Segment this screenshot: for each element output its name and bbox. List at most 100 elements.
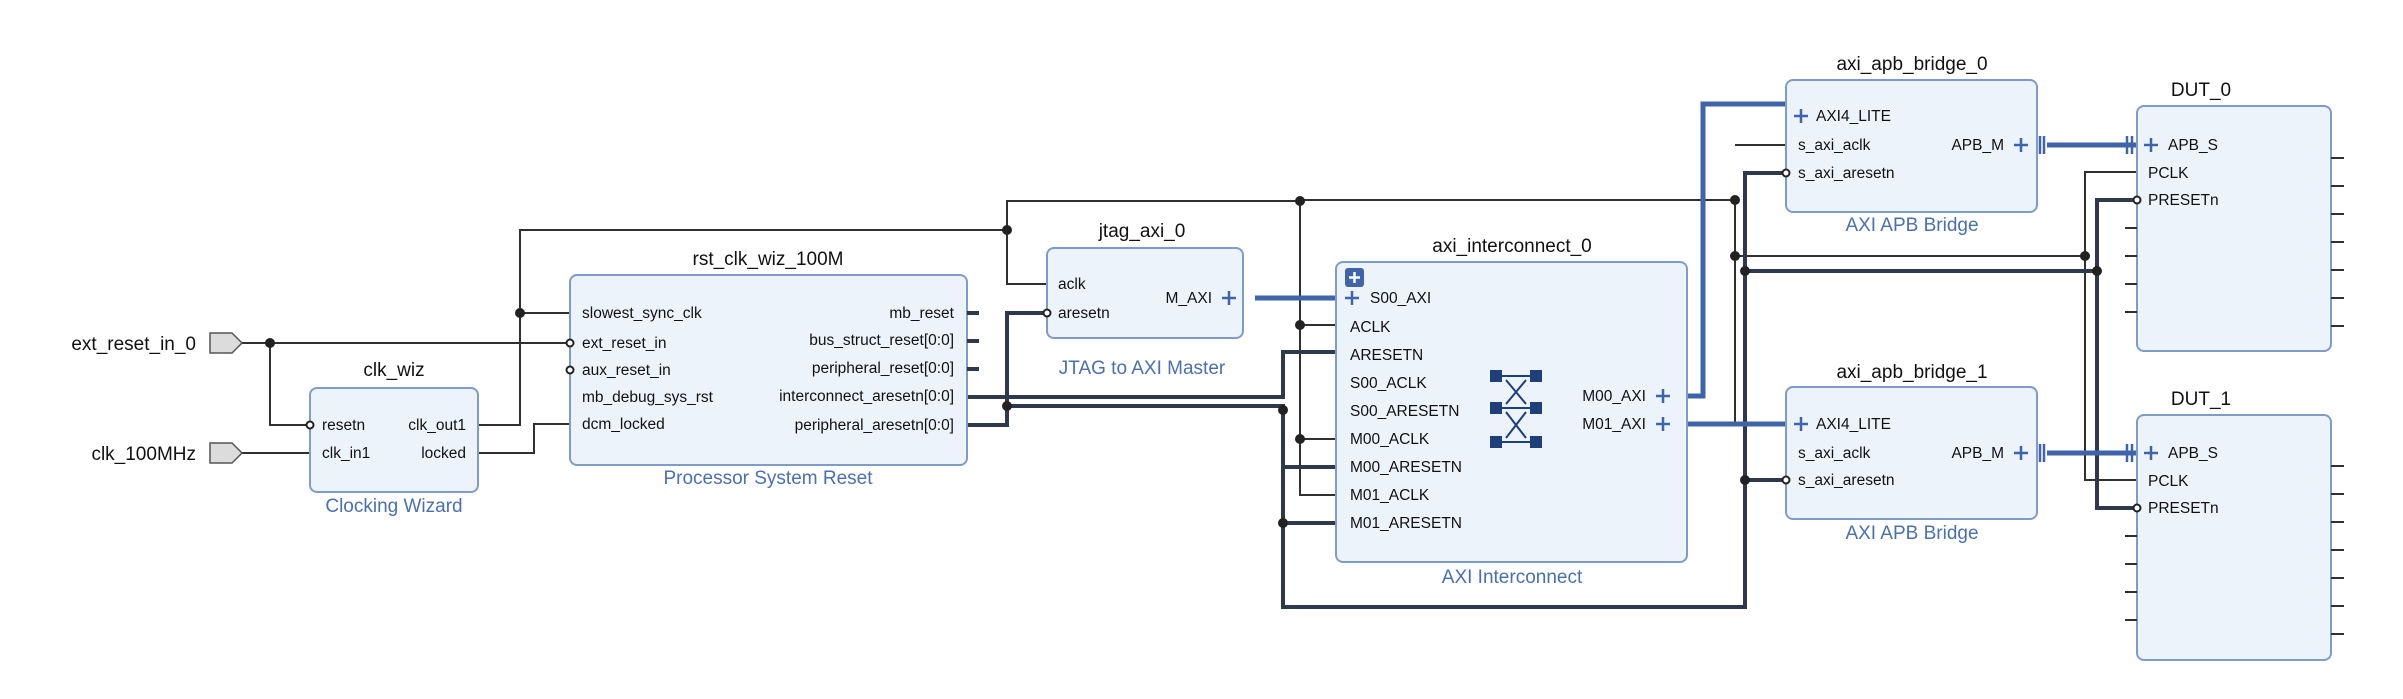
- pin-label: M01_AXI: [1582, 416, 1646, 433]
- block-axi-apb-bridge-0[interactable]: axi_apb_bridge_0 AXI4_LITE s_axi_aclk s_…: [1781, 54, 2038, 236]
- block-body: [2136, 105, 2332, 352]
- pin-label: PCLK: [2148, 165, 2189, 182]
- expand-plus-icon[interactable]: [2144, 138, 2158, 152]
- ext-reset-label: ext_reset_in_0: [71, 334, 196, 355]
- pin-label: slowest_sync_clk: [582, 305, 702, 322]
- expand-plus-icon[interactable]: [1794, 109, 1808, 123]
- pin-label: S00_ACLK: [1350, 375, 1427, 392]
- block-title: DUT_0: [2171, 80, 2231, 101]
- pin-label: PRESETn: [2148, 500, 2219, 517]
- block-subtitle: Clocking Wizard: [325, 496, 462, 517]
- invert-bubble-icon: [1781, 475, 1791, 485]
- block-title: clk_wiz: [363, 360, 424, 381]
- block-body: [1046, 247, 1244, 339]
- block-title: axi_apb_bridge_0: [1836, 54, 1987, 75]
- block-axi-interconnect-0[interactable]: axi_interconnect_0 S00_AXI ACLK ARESETN …: [1335, 236, 1688, 588]
- pin-label: S00_ARESETN: [1350, 403, 1459, 420]
- block-jtag-axi-0[interactable]: jtag_axi_0 aclk aresetn M_AXI JTAG to AX…: [1042, 221, 1244, 379]
- pin-label: bus_struct_reset[0:0]: [809, 332, 954, 349]
- unconnected-pins: [2125, 157, 2344, 327]
- block-body: [1785, 386, 2038, 520]
- invert-bubble-icon: [305, 420, 315, 430]
- block-dut-1[interactable]: DUT_1 APB_S PCLK PRESETn: [2125, 389, 2344, 661]
- pin-label: PCLK: [2148, 473, 2189, 490]
- expand-plus-icon[interactable]: [1345, 291, 1359, 305]
- pin-label: ARESETN: [1350, 347, 1423, 364]
- expand-plus-icon[interactable]: [2014, 446, 2028, 460]
- block-clk-wiz[interactable]: clk_wiz resetn clk_in1 clk_out1 locked C…: [305, 360, 479, 517]
- expand-plus-icon[interactable]: [2014, 138, 2028, 152]
- pin-label: aux_reset_in: [582, 362, 671, 379]
- hierarchy-expand-plus: [1349, 272, 1360, 283]
- block-subtitle: AXI APB Bridge: [1845, 523, 1978, 544]
- pin-label: peripheral_aresetn[0:0]: [795, 417, 954, 434]
- pin-label: aresetn: [1058, 305, 1110, 322]
- pin-label: s_axi_aclk: [1798, 445, 1871, 462]
- block-dut-0[interactable]: DUT_0 APB_S PCLK PRESETn: [2125, 80, 2344, 352]
- pin-label: resetn: [322, 417, 365, 434]
- net-ext-reset[interactable]: [242, 342, 570, 426]
- pin-label: M00_AXI: [1582, 388, 1646, 405]
- block-body: [2136, 414, 2332, 661]
- block-title: DUT_1: [2171, 389, 2231, 410]
- input-port-icon: [209, 332, 244, 354]
- expand-plus-icon[interactable]: [1656, 389, 1670, 431]
- pin-label: locked: [421, 445, 466, 462]
- net-interconnect-aresetn[interactable]: [967, 350, 1336, 399]
- block-subtitle: JTAG to AXI Master: [1059, 358, 1226, 379]
- bus-interface-marker: [2125, 136, 2134, 462]
- external-port-ext-reset[interactable]: ext_reset_in_0: [71, 332, 244, 355]
- invert-bubble-icon: [565, 338, 575, 348]
- pin-label: AXI4_LITE: [1816, 416, 1891, 433]
- bus-interface-marker: [2038, 136, 2046, 462]
- unconnected-pins: [2125, 465, 2344, 635]
- pin-label: aclk: [1058, 276, 1086, 293]
- block-title: rst_clk_wiz_100M: [693, 249, 844, 270]
- block-subtitle: AXI Interconnect: [1442, 567, 1583, 588]
- invert-bubble-icon: [1042, 308, 1052, 318]
- pin-label: PRESETn: [2148, 192, 2219, 209]
- junctions: [265, 195, 2102, 528]
- pin-label: M00_ACLK: [1350, 431, 1430, 448]
- pin-label: AXI4_LITE: [1816, 108, 1891, 125]
- block-axi-apb-bridge-1[interactable]: axi_apb_bridge_1 AXI4_LITE s_axi_aclk s_…: [1781, 362, 2038, 544]
- pin-label: S00_AXI: [1370, 290, 1431, 307]
- pin-label: s_axi_aresetn: [1798, 472, 1895, 489]
- pin-label: mb_reset: [889, 305, 954, 322]
- pin-label: APB_M: [1951, 445, 2004, 462]
- invert-bubble-icon: [2132, 503, 2142, 513]
- pin-label: mb_debug_sys_rst: [582, 389, 714, 406]
- pin-label: M01_ARESETN: [1350, 515, 1462, 532]
- pin-label: interconnect_aresetn[0:0]: [779, 388, 954, 405]
- input-port-icon: [209, 442, 244, 464]
- pin-label: s_axi_aresetn: [1798, 165, 1895, 182]
- pin-label: M00_ARESETN: [1350, 459, 1462, 476]
- block-title: axi_interconnect_0: [1432, 236, 1592, 257]
- pin-label: s_axi_aclk: [1798, 137, 1871, 154]
- pin-label: APB_S: [2168, 137, 2218, 154]
- pin-label: clk_in1: [322, 445, 370, 462]
- net-locked[interactable]: [478, 423, 570, 454]
- expand-plus-icon[interactable]: [1222, 291, 1236, 305]
- invert-bubble-icon: [1781, 168, 1791, 178]
- block-title: jtag_axi_0: [1098, 221, 1186, 242]
- invert-bubble-icon: [2132, 195, 2142, 205]
- expand-plus-icon[interactable]: [1794, 417, 1808, 431]
- clk-port-label: clk_100MHz: [91, 444, 196, 465]
- block-rst-clk-wiz-100m[interactable]: rst_clk_wiz_100M slowest_sync_clk ext_re…: [565, 249, 980, 489]
- pin-label: APB_M: [1951, 137, 2004, 154]
- pin-label: ACLK: [1350, 319, 1391, 336]
- block-subtitle: AXI APB Bridge: [1845, 215, 1978, 236]
- pin-label: ext_reset_in: [582, 335, 666, 352]
- crossbar-icon: [1490, 370, 1542, 448]
- external-port-clk[interactable]: clk_100MHz: [91, 442, 244, 465]
- pin-label: M01_ACLK: [1350, 487, 1430, 504]
- pin-label: clk_out1: [408, 417, 466, 434]
- net-m00-axi[interactable]: [1687, 101, 1786, 399]
- output-stubs: [967, 311, 979, 371]
- block-body: [1335, 261, 1688, 563]
- invert-bubble-icon: [565, 365, 575, 375]
- expand-plus-icon[interactable]: [2144, 446, 2158, 460]
- block-subtitle: Processor System Reset: [663, 468, 873, 489]
